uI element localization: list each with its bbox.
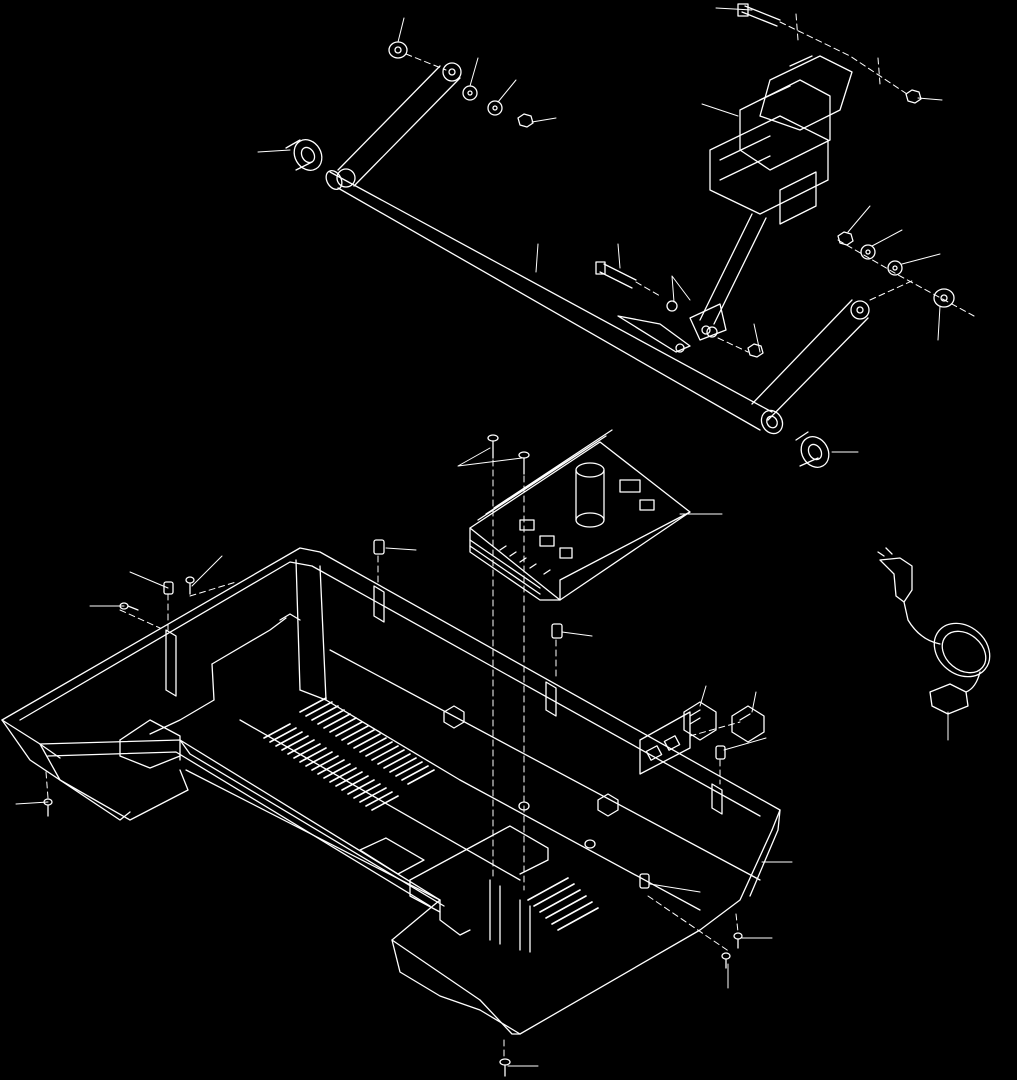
fastener-washer bbox=[388, 41, 955, 338]
fastener-bolt bbox=[595, 3, 781, 289]
switch-connector-left bbox=[683, 701, 717, 741]
power-cord bbox=[877, 547, 991, 715]
fastener-nut bbox=[517, 89, 922, 358]
base-vents bbox=[263, 697, 599, 931]
switch-connector-right bbox=[731, 705, 765, 743]
base-frame bbox=[1, 547, 781, 1035]
controller-board bbox=[469, 429, 691, 601]
wheel-left bbox=[285, 139, 323, 171]
incline-motor bbox=[689, 55, 853, 341]
upright-crossbar bbox=[325, 170, 784, 435]
upright-link-right bbox=[751, 299, 870, 421]
upright-link-left bbox=[336, 62, 462, 188]
cable-clip bbox=[163, 539, 726, 889]
leader-lines bbox=[15, 7, 949, 1067]
assembly-lines bbox=[45, 13, 975, 1061]
wheel-right bbox=[795, 431, 830, 468]
